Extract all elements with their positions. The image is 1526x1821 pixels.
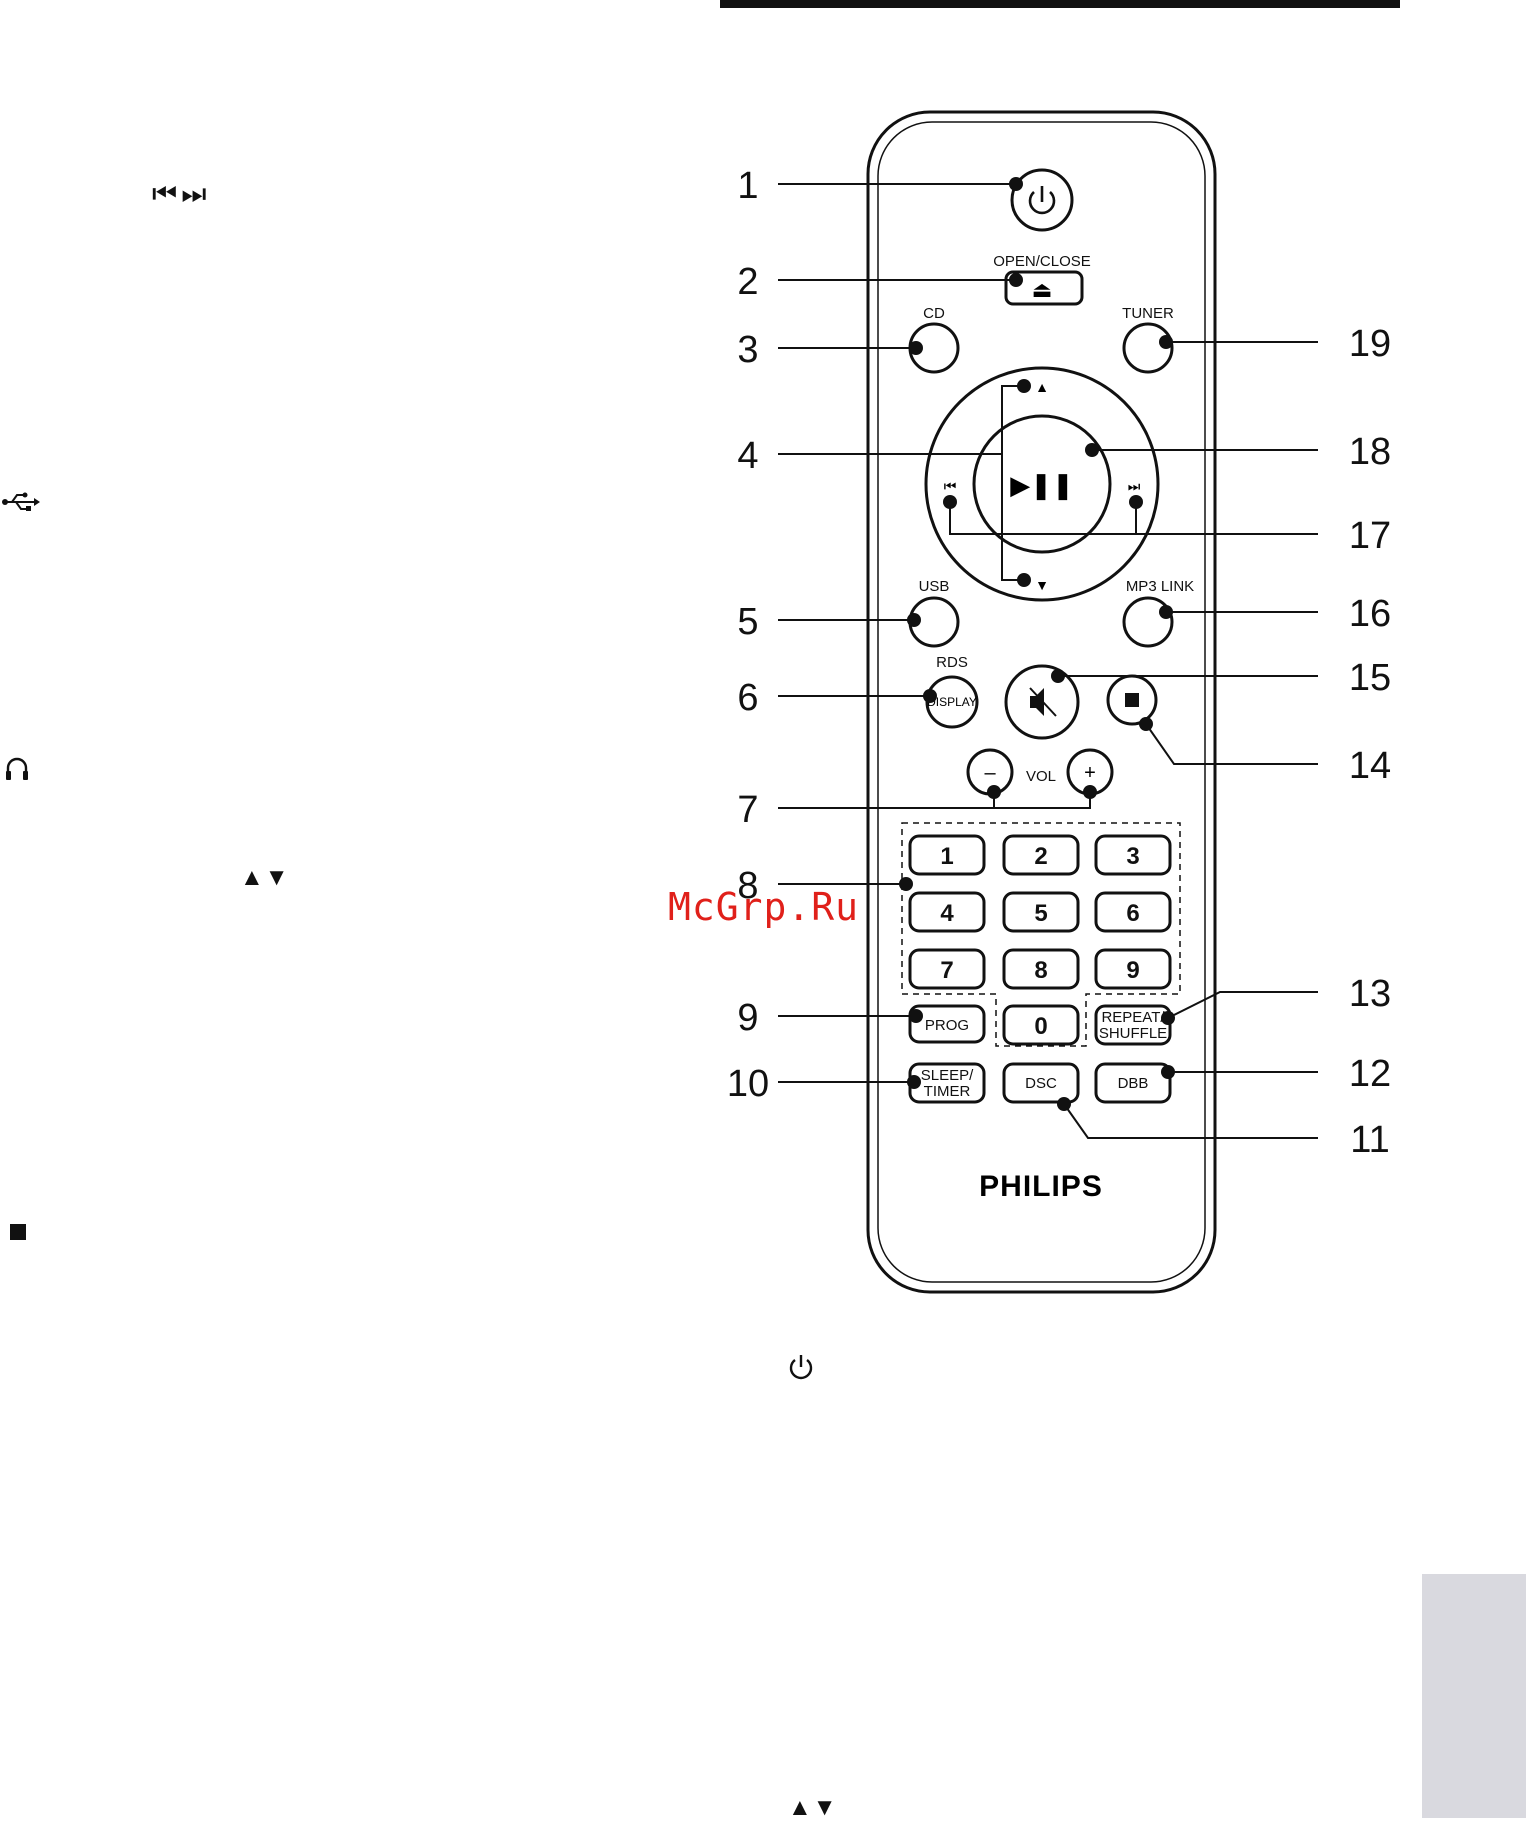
callout-17: 17 — [1349, 515, 1391, 557]
svg-text:0: 0 — [1034, 1013, 1047, 1040]
callout-10: 10 — [727, 1063, 769, 1105]
key-3[interactable]: 3 — [1096, 836, 1170, 874]
key-6[interactable]: 6 — [1096, 893, 1170, 931]
nav-down-icon[interactable]: ▼ — [1035, 577, 1049, 593]
callout-1: 1 — [737, 165, 758, 207]
svg-text:1: 1 — [940, 843, 953, 870]
dbb-button[interactable]: DBB — [1096, 1064, 1170, 1102]
key-0[interactable]: 0 — [1004, 1006, 1078, 1044]
key-7[interactable]: 7 — [910, 950, 984, 988]
brand-logo: PHILIPS — [979, 1170, 1103, 1203]
stop-button[interactable] — [1108, 676, 1156, 724]
nav-prev-icon[interactable]: ⏮ — [944, 478, 957, 494]
vol-label: VOL — [1026, 768, 1056, 785]
eject-icon: ⏏ — [1032, 277, 1053, 302]
svg-text:DSC: DSC — [1025, 1075, 1057, 1092]
key-9[interactable]: 9 — [1096, 950, 1170, 988]
svg-text:7: 7 — [940, 957, 953, 984]
svg-text:2: 2 — [1034, 843, 1047, 870]
repeat-label: REPEAT/ — [1101, 1009, 1165, 1026]
power-button[interactable] — [1012, 170, 1072, 230]
dsc-button[interactable]: DSC — [1004, 1064, 1078, 1102]
tuner-label: TUNER — [1122, 305, 1174, 322]
timer-label: TIMER — [924, 1083, 971, 1100]
remote-control-diagram: OPEN/CLOSE ⏏ CD TUNER ▶❚❚ ▲ ▼ ⏮ ⏭ USB MP… — [0, 0, 1526, 1380]
callout-6: 6 — [737, 677, 758, 719]
repeat-shuffle-button[interactable]: REPEAT/ SHUFFLE — [1096, 1006, 1170, 1044]
power-icon — [786, 1352, 816, 1386]
key-1[interactable]: 1 — [910, 836, 984, 874]
sleep-label: SLEEP/ — [921, 1067, 974, 1084]
callout-19: 19 — [1349, 323, 1391, 365]
side-tab — [1422, 1574, 1526, 1818]
callout-18: 18 — [1349, 431, 1391, 473]
callout-8: 8 — [737, 865, 758, 907]
callout-12: 12 — [1349, 1053, 1391, 1095]
svg-text:5: 5 — [1034, 900, 1047, 927]
mp3-link-label: MP3 LINK — [1126, 578, 1194, 595]
callout-14: 14 — [1349, 745, 1391, 787]
callout-13: 13 — [1349, 973, 1391, 1015]
svg-text:6: 6 — [1126, 900, 1139, 927]
callout-2: 2 — [737, 261, 758, 303]
svg-text:4: 4 — [940, 900, 954, 927]
svg-text:8: 8 — [1034, 957, 1047, 984]
callout-7: 7 — [737, 789, 758, 831]
shuffle-label: SHUFFLE — [1099, 1025, 1167, 1042]
svg-text:PROG: PROG — [925, 1017, 969, 1034]
sleep-timer-button[interactable]: SLEEP/ TIMER — [910, 1064, 984, 1102]
callout-9: 9 — [737, 997, 758, 1039]
rds-label: RDS — [936, 654, 968, 671]
leader-lines — [778, 184, 1318, 1138]
svg-text:3: 3 — [1126, 843, 1139, 870]
callout-11: 11 — [1350, 1119, 1389, 1161]
callout-4: 4 — [737, 435, 758, 477]
svg-text:DBB: DBB — [1118, 1075, 1149, 1092]
vol-minus-label: – — [984, 762, 996, 784]
key-2[interactable]: 2 — [1004, 836, 1078, 874]
vol-plus-label: + — [1084, 762, 1096, 784]
play-pause-icon[interactable]: ▶❚❚ — [1010, 470, 1074, 501]
callout-5: 5 — [737, 601, 758, 643]
nav-next-icon[interactable]: ⏭ — [1128, 478, 1141, 494]
svg-text:9: 9 — [1126, 957, 1139, 984]
nav-up-icon[interactable]: ▲ — [1035, 379, 1049, 395]
key-8[interactable]: 8 — [1004, 950, 1078, 988]
usb-label: USB — [919, 578, 950, 595]
callout-15: 15 — [1349, 657, 1391, 699]
open-close-label: OPEN/CLOSE — [993, 253, 1091, 270]
callout-3: 3 — [737, 329, 758, 371]
key-4[interactable]: 4 — [910, 893, 984, 931]
callout-16: 16 — [1349, 593, 1391, 635]
rds-display-button[interactable]: DISPLAY — [927, 677, 977, 727]
key-5[interactable]: 5 — [1004, 893, 1078, 931]
cd-label: CD — [923, 305, 945, 322]
up-down-symbol-bottom: ▲▼ — [788, 1796, 838, 1820]
